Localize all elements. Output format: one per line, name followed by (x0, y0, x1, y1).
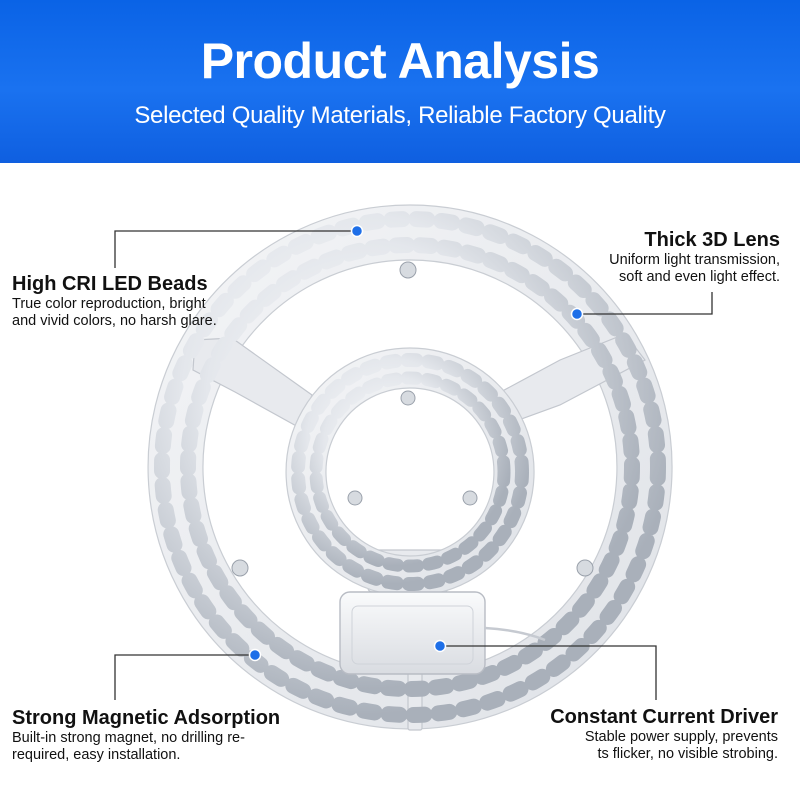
callout-title: Thick 3D Lens (644, 229, 780, 251)
callout-desc-line: ts flicker, no visible strobing. (597, 746, 778, 762)
callout-desc-line: Uniform light transmission, (609, 252, 780, 268)
callout-leader-lines (114, 230, 713, 700)
callout-title: Strong Magnetic Adsorption (12, 707, 281, 729)
callout-constant-current-driver: Constant Current Driver Stable power sup… (528, 705, 778, 763)
outer-beads-row-2 (180, 237, 640, 697)
callout-desc-line: and vivid colors, no harsh glare. (12, 313, 217, 329)
led-module-illustration (114, 204, 713, 731)
callout-markers (248, 224, 584, 662)
outer-beads-row-1 (154, 211, 666, 723)
magnet-mounts (231, 261, 594, 577)
callout-desc-line: Built-in strong magnet, no drilling re- (12, 730, 245, 746)
callout-3d-lens: Thick 3D Lens Uniform light transmission… (580, 228, 780, 286)
inner-beads-row-1 (291, 353, 529, 591)
callout-desc-line: True color reproduction, bright (12, 296, 206, 312)
callout-title: High CRI LED Beads (12, 273, 208, 295)
page-subtitle: Selected Quality Materials, Reliable Fac… (134, 102, 666, 129)
callout-desc-line: Stable power supply, prevents (584, 729, 778, 745)
callout-magnetic-adsorption: Strong Magnetic Adsorption Built-in stro… (12, 706, 312, 764)
header-banner: Product Analysis Selected Quality Materi… (0, 0, 800, 163)
inner-ring-board (285, 347, 535, 597)
callout-led-beads: High CRI LED Beads True color reproducti… (12, 272, 232, 330)
page-title: Product Analysis (200, 33, 600, 89)
callout-desc-line: soft and even light effect. (619, 269, 780, 285)
callout-title: Constant Current Driver (550, 706, 778, 728)
inner-beads-row-2 (309, 371, 511, 573)
callout-desc-line: required, easy installation. (12, 747, 181, 763)
driver-box (339, 591, 546, 675)
